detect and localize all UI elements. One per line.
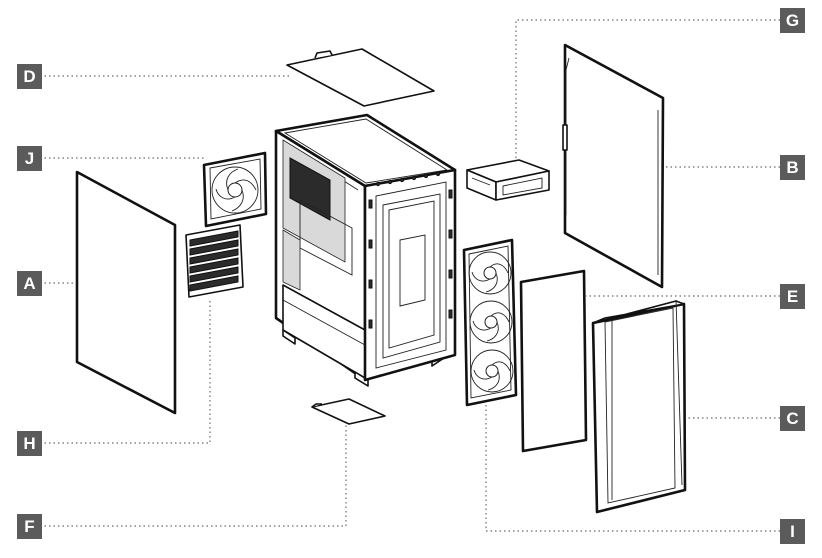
- front-fans: [462, 238, 518, 407]
- front-panel: [591, 299, 687, 514]
- callout-c-text: C: [786, 409, 798, 428]
- callout-i-text: I: [790, 522, 795, 541]
- leader-i: [485, 402, 780, 532]
- callout-a: A: [17, 271, 42, 296]
- callout-e-text: E: [787, 287, 798, 306]
- right-side-panel: [562, 43, 665, 289]
- callout-g-text: G: [786, 11, 799, 30]
- callout-b-text: B: [786, 158, 798, 177]
- callout-j-text: J: [25, 149, 34, 168]
- drive-cage: [466, 159, 550, 201]
- callout-i: I: [780, 519, 805, 544]
- fan-2: [469, 300, 513, 344]
- callout-f: F: [17, 514, 42, 539]
- callout-h-text: H: [23, 434, 35, 453]
- callout-a-text: A: [23, 274, 35, 293]
- callout-b: B: [780, 155, 805, 180]
- callout-d-text: D: [23, 67, 35, 86]
- chassis: [274, 113, 457, 387]
- callout-f-text: F: [24, 517, 34, 536]
- leader-f: [40, 425, 347, 527]
- callout-c: C: [780, 406, 805, 431]
- top-dust-filter: [286, 48, 435, 107]
- leader-lines: [40, 19, 780, 532]
- callout-g: G: [780, 8, 805, 33]
- callout-j: J: [17, 146, 42, 171]
- front-dust-filter: [519, 269, 588, 453]
- fan-3: [470, 349, 514, 393]
- pci-slot-covers: [185, 224, 244, 298]
- leader-h: [40, 298, 211, 444]
- left-side-panel: [75, 170, 177, 415]
- fan-1: [468, 251, 512, 295]
- rear-fan: [202, 151, 268, 228]
- callout-h: H: [17, 431, 42, 456]
- callout-d: D: [17, 64, 42, 89]
- callout-e: E: [780, 284, 805, 309]
- bottom-dust-filter: [311, 398, 386, 425]
